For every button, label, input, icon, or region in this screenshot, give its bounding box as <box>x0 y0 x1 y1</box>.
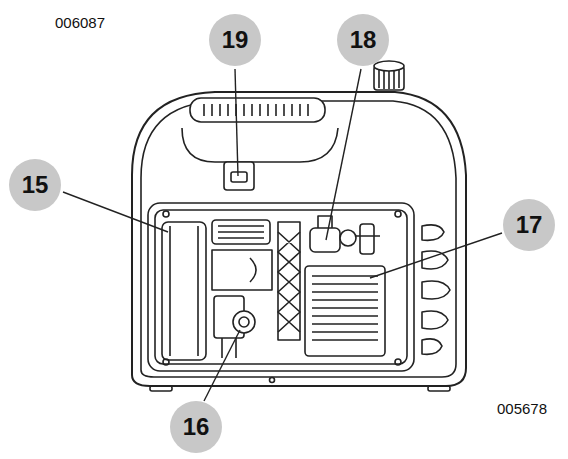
callout-number: 19 <box>209 14 261 66</box>
leader-lines <box>63 69 502 401</box>
figure-code: 006087 <box>55 14 105 31</box>
figure-code: 005678 <box>497 400 547 417</box>
callout-number: 17 <box>503 199 555 251</box>
callout-number: 18 <box>337 14 389 66</box>
callout-number: 16 <box>170 401 222 453</box>
callout-number: 15 <box>9 159 61 211</box>
